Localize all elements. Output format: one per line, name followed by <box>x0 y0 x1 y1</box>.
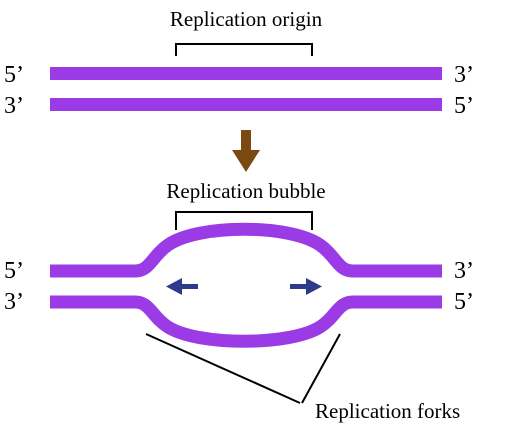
top-strand-lower <box>50 98 442 111</box>
top-left-upper-end: 5’ <box>4 62 24 88</box>
bubble-strand-lower <box>50 295 442 348</box>
bubble-strands <box>50 222 442 348</box>
arrow-right-icon <box>290 278 322 295</box>
bottom-right-lower-end: 5’ <box>454 289 474 315</box>
top-right-lower-end: 5’ <box>454 93 474 119</box>
fork-pointer-right <box>301 333 341 404</box>
origin-bracket <box>175 43 313 56</box>
bubble-strand-upper <box>50 222 442 278</box>
arrow-left-icon <box>166 278 198 295</box>
replication-forks-label: Replication forks <box>315 399 460 423</box>
bubble-bracket <box>175 211 313 230</box>
bottom-left-upper-end: 5’ <box>4 258 24 284</box>
top-left-lower-end: 3’ <box>4 93 24 119</box>
bottom-left-lower-end: 3’ <box>4 289 24 315</box>
bottom-right-upper-end: 3’ <box>454 258 474 284</box>
replication-bubble-label: Replication bubble <box>166 179 325 203</box>
arrow-down-icon <box>232 130 260 172</box>
fork-pointer-left <box>145 333 301 404</box>
replication-origin-label: Replication origin <box>170 7 323 31</box>
top-right-upper-end: 3’ <box>454 62 474 88</box>
top-strand-upper <box>50 67 442 80</box>
